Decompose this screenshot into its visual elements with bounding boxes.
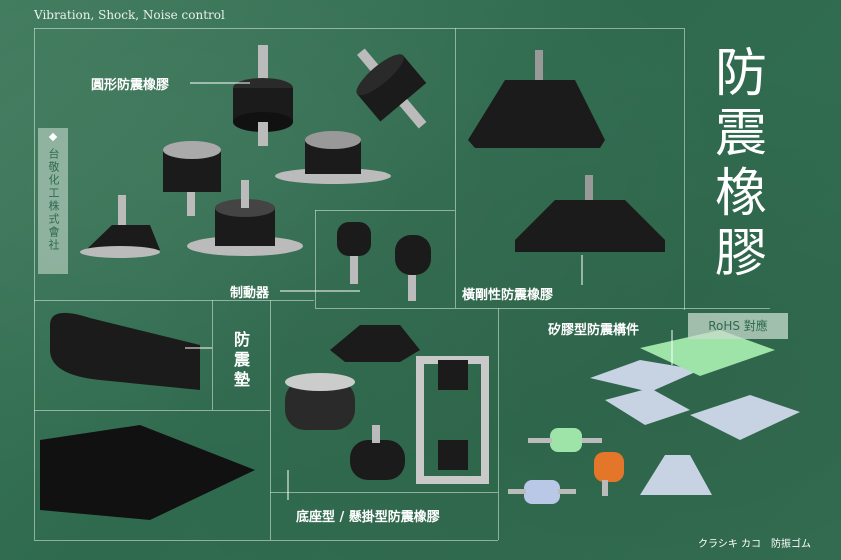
tagline: Vibration, Shock, Noise control: [34, 8, 225, 22]
silicone-image: [508, 330, 800, 504]
round-mount-label: 圓形防震橡膠: [91, 78, 170, 93]
frame-line: [34, 300, 314, 301]
frame-line: [270, 492, 498, 493]
title-char: 膠: [714, 224, 767, 284]
frame-line: [315, 210, 455, 211]
company-name: 台敬化工株式會社: [47, 148, 60, 252]
footer-brand: クラシキ カコ 防振ゴム: [698, 539, 811, 550]
frame-line: [684, 28, 685, 310]
round-mount-image: [80, 45, 427, 258]
frame-line: [270, 300, 271, 540]
frame-line: [34, 300, 35, 540]
stopper-label: 制動器: [230, 286, 270, 301]
frame-line: [34, 28, 684, 29]
lateral-mount-image: [468, 50, 665, 252]
pad-image: [40, 312, 255, 520]
company-badge: 台敬化工株式會社: [38, 128, 68, 274]
frame-line: [34, 410, 270, 411]
pad-char: 防: [233, 330, 250, 349]
silicone-label: 矽膠型防震構件: [548, 323, 640, 338]
base-hanger-label: 底座型 / 懸掛型防震橡膠: [296, 510, 440, 525]
frame-line: [34, 540, 498, 541]
pad-label: 防 震 墊: [232, 330, 252, 390]
frame-line: [498, 308, 499, 540]
frame-line: [34, 28, 35, 300]
title-char: 橡: [714, 164, 767, 224]
pad-char: 墊: [233, 370, 250, 389]
lateral-mount-label: 橫剛性防震橡膠: [462, 288, 554, 303]
base-hanger-image: [285, 325, 489, 484]
title-char: 防: [714, 44, 767, 104]
frame-line: [212, 300, 213, 410]
frame-line: [315, 308, 770, 309]
rohs-badge: RoHS 對應: [688, 313, 788, 339]
main-title: 防 震 橡 膠: [707, 44, 775, 284]
title-char: 震: [714, 104, 767, 164]
frame-line: [315, 210, 316, 308]
pad-char: 震: [233, 350, 250, 369]
frame-line: [455, 28, 456, 308]
stopper-image: [337, 222, 431, 301]
